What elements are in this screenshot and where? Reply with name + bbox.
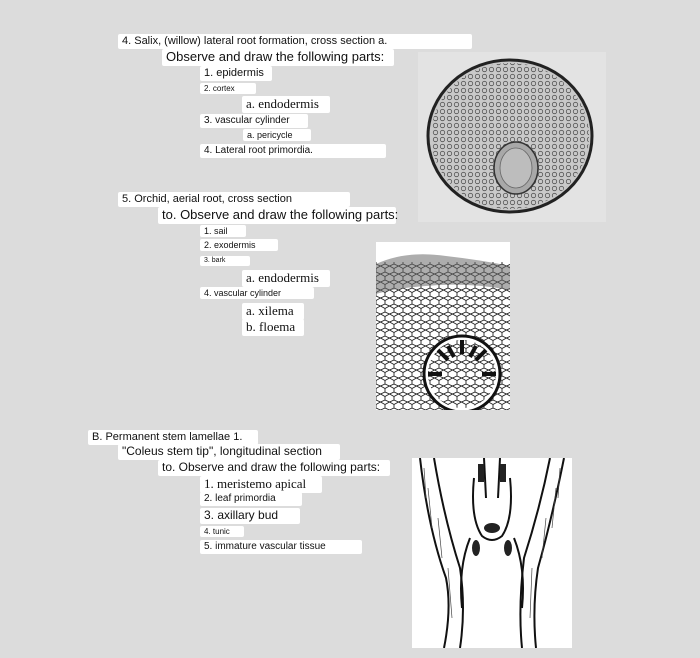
willow-root-drawing: [426, 58, 594, 214]
section4-item-lateral-root-primordia: 4. Lateral root primordia.: [200, 144, 386, 158]
section5-title: 5. Orchid, aerial root, cross section: [118, 192, 350, 207]
section5-item-exodermis: 2. exodermis: [200, 239, 278, 252]
section5-item-sail: 1. sail: [200, 225, 246, 238]
sectionB-item-apical-meristem: 1. meristemo apical: [200, 476, 322, 493]
section5-item-endodermis: a. endodermis: [242, 270, 330, 287]
coleus-stem-drawing: [419, 457, 565, 649]
orchid-root-cross-section-figure: [376, 242, 510, 414]
section4-item-cortex: 2. cortex: [200, 83, 256, 95]
sectionB-title: B. Permanent stem lamellae 1.: [88, 430, 258, 445]
coleus-stem-tip-figure: [412, 457, 572, 649]
section4-item-pericycle: a. pericycle: [243, 129, 311, 142]
section5-item-floema: b. floema: [242, 319, 304, 336]
sectionB-item-tunic: 4. tunic: [200, 526, 244, 538]
willow-root-cross-section-figure: [418, 52, 606, 222]
section4-instruction: Observe and draw the following parts:: [162, 49, 394, 66]
section4-title: 4. Salix, (willow) lateral root formatio…: [118, 34, 472, 49]
sectionB-subtitle: "Coleus stem tip", longitudinal section: [118, 444, 340, 460]
orchid-root-drawing: [376, 254, 510, 414]
sectionB-item-immature-vascular-tissue: 5. immature vascular tissue: [200, 540, 362, 554]
section5-instruction: to. Observe and draw the following parts…: [158, 207, 398, 224]
section4-item-epidermis: 1. epidermis: [200, 66, 272, 81]
section5-item-bark: 3. bark: [200, 256, 250, 267]
section4-item-endodermis: a. endodermis: [242, 96, 330, 113]
sectionB-instruction: to. Observe and draw the following parts…: [158, 460, 390, 476]
section5-item-xilema: a. xilema: [242, 303, 304, 320]
section5-item-vascular-cylinder: 4. vascular cylinder: [200, 287, 314, 300]
sectionB-item-axillary-bud: 3. axillary bud: [200, 508, 300, 524]
section4-item-vascular-cylinder: 3. vascular cylinder: [200, 114, 308, 128]
sectionB-item-leaf-primordia: 2. leaf primordia: [200, 492, 302, 506]
